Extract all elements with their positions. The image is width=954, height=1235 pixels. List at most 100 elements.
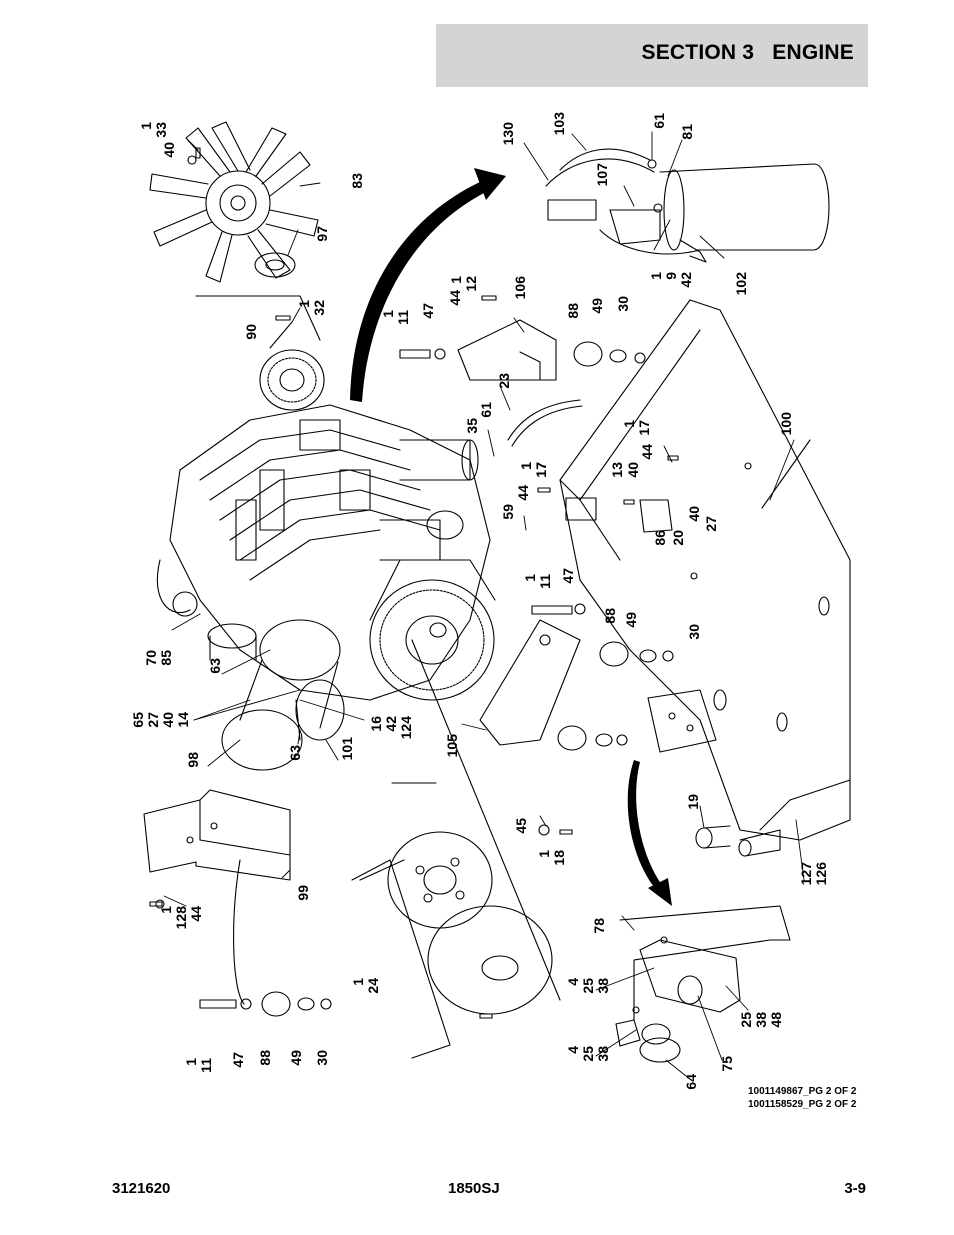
callout-c-16-42-124-line-0: 16	[368, 716, 384, 732]
callout-c-98-line-0: 98	[185, 752, 201, 768]
callout-c-16-42-124-line-2: 124	[398, 716, 414, 740]
callout-c-127-126-line-0: 127	[798, 862, 814, 886]
callout-c-88-b-line-0: 88	[602, 608, 618, 624]
callout-c-61-a-line-0: 61	[651, 113, 667, 129]
callout-c-1-32-line-1: 32	[311, 300, 327, 316]
engine-mount-left	[479, 619, 581, 746]
footer-doc-number: 3121620	[112, 1180, 171, 1197]
callout-c-1-11-a-line-0: 1	[380, 310, 396, 318]
callout-c-70-85-line-0: 70	[143, 650, 159, 666]
flywheel-housing	[369, 559, 496, 701]
callout-c-49-a-line-0: 49	[589, 298, 605, 314]
footer-model: 1850SJ	[448, 1180, 500, 1197]
callout-c-25-38-48-line-2: 48	[768, 1012, 784, 1028]
air-cleaner	[207, 619, 341, 771]
callout-c-86-line-0: 86	[652, 530, 668, 546]
callout-c-1-18-line-1: 18	[551, 850, 567, 866]
callout-c-1-12-line-0: 1	[448, 276, 464, 284]
callout-c-103-line-0: 103	[551, 112, 567, 136]
callout-c-25-38-48-line-1: 38	[753, 1012, 769, 1028]
callout-c-16-42-124-line-1: 42	[383, 716, 399, 732]
callout-c-25-38-48-line-0: 25	[738, 1012, 754, 1028]
callout-c-13-line-0: 13	[609, 462, 625, 478]
fan	[149, 121, 319, 283]
bracket-99	[143, 789, 291, 881]
callout-c-40-a-line-0: 40	[161, 142, 177, 158]
callout-c-1-33-line-1: 33	[153, 122, 169, 138]
callout-c-1-9-42-line-0: 1	[648, 272, 664, 280]
leader-lines	[163, 131, 805, 1077]
callout-c-49-c-line-0: 49	[288, 1050, 304, 1066]
section-title: SECTION 3 ENGINE	[641, 41, 854, 64]
callout-c-83-line-0: 83	[349, 173, 365, 189]
footer-page-number: 3-9	[844, 1180, 866, 1197]
fasteners	[149, 147, 679, 1019]
callout-c-65-27-40-14-line-2: 40	[160, 712, 176, 728]
callout-c-1-11-c-line-1: 11	[198, 1058, 214, 1073]
callout-c-127-126-line-1: 126	[813, 862, 829, 886]
callout-c-1-128-44-line-0: 1	[158, 906, 174, 914]
drawing-ref-1: 1001149867_PG 2 OF 2	[748, 1086, 857, 1097]
callout-c-63-a-line-0: 63	[207, 658, 223, 674]
callout-c-1-17-a-line-1: 17	[636, 420, 652, 436]
starter-solenoid-bracket	[615, 905, 791, 1063]
callout-c-102-line-0: 102	[733, 272, 749, 296]
callout-c-107-line-0: 107	[594, 163, 610, 187]
callout-c-90-line-0: 90	[243, 324, 259, 340]
callout-c-44-a-line-0: 44	[447, 290, 463, 306]
callout-c-44-b-line-0: 44	[639, 444, 655, 460]
callout-c-27-a-line-0: 27	[703, 516, 719, 532]
callout-c-75-line-0: 75	[719, 1056, 735, 1072]
callout-c-70-85-line-1: 85	[158, 650, 174, 666]
callout-c-1-17-c-line-0: 1	[518, 462, 534, 470]
callout-c-4-25-38-a-line-1: 25	[580, 978, 596, 994]
callout-c-63-b-line-0: 63	[287, 745, 303, 761]
pulley	[259, 349, 325, 411]
callout-c-1-128-44-line-2: 44	[188, 906, 204, 922]
callout-c-44-c-line-0: 44	[515, 485, 531, 501]
callout-c-35-line-0: 35	[464, 418, 480, 434]
callout-c-47-c-line-0: 47	[230, 1052, 246, 1068]
mount-isolators	[199, 341, 674, 1017]
section-header: SECTION 3 ENGINE	[436, 24, 868, 87]
callout-c-101-line-0: 101	[339, 737, 355, 761]
callout-c-30-a-line-0: 30	[615, 296, 631, 312]
callout-c-64-line-0: 64	[683, 1074, 699, 1090]
engine-block	[156, 404, 491, 701]
callout-c-1-11-c-line-0: 1	[183, 1058, 199, 1066]
callout-c-1-9-42-line-2: 42	[678, 272, 694, 288]
callout-c-61-b-line-0: 61	[478, 402, 494, 418]
arrow-to-lower-bracket	[627, 760, 664, 892]
callout-c-1-11-b-line-0: 1	[522, 574, 538, 582]
callout-c-4-25-38-b-line-2: 38	[595, 1046, 611, 1062]
hose-23	[507, 399, 581, 441]
callout-c-88-c-line-0: 88	[257, 1050, 273, 1066]
callout-c-20-line-0: 20	[670, 530, 686, 546]
callout-c-100-line-0: 100	[778, 412, 794, 436]
callout-c-45-line-0: 45	[513, 818, 529, 834]
callout-c-1-18-line-0: 1	[536, 850, 552, 858]
callout-c-1-11-b-line-1: 11	[537, 574, 553, 589]
callout-c-4-25-38-a-line-0: 4	[565, 978, 581, 986]
fuel-filter-assembly	[545, 148, 830, 263]
spacer-19	[695, 827, 713, 849]
alternator	[295, 679, 345, 741]
callout-c-65-27-40-14-line-3: 14	[175, 712, 191, 728]
control-bracket	[647, 689, 717, 753]
callout-c-19-line-0: 19	[685, 794, 701, 810]
callout-c-81-line-0: 81	[679, 124, 695, 140]
callout-c-1-11-a-line-1: 11	[395, 310, 411, 325]
callout-c-4-25-38-b-line-1: 25	[580, 1046, 596, 1062]
callout-c-1-17-b-line-1: 17	[533, 462, 549, 478]
callout-c-1-24-line-0: 1	[350, 978, 366, 986]
callout-c-59-line-0: 59	[500, 504, 516, 520]
callout-c-1-32-line-0: 1	[296, 300, 312, 308]
callout-c-1-33-line-0: 1	[138, 122, 154, 130]
callout-c-65-27-40-14-line-1: 27	[145, 712, 161, 728]
callout-c-23-line-0: 23	[496, 373, 512, 389]
callout-c-40-b-line-0: 40	[625, 462, 641, 478]
callout-c-88-a-line-0: 88	[565, 303, 581, 319]
callout-c-1-17-a-line-0: 1	[621, 420, 637, 428]
